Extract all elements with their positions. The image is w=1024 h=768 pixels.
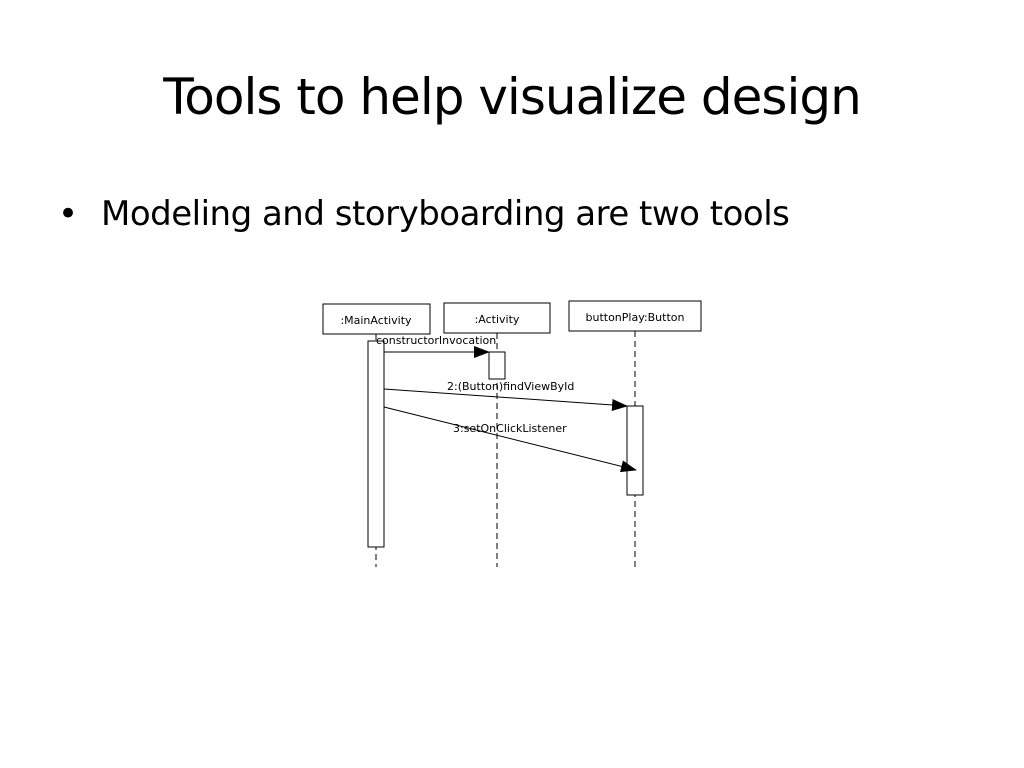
lifeline-label: :Activity [475,313,520,326]
activation-bar-activity [488,351,506,380]
bullet-text: Modeling and storyboarding are two tools [101,194,790,234]
bullet-marker: • [58,194,78,234]
message-set-on-click-listener: 3:setOnClickListener [383,406,637,473]
lifeline-main-activity: :MainActivity [322,303,431,567]
slide-title: Tools to help visualize design [163,68,862,126]
message-label: 2:(Button)findViewById [447,380,574,393]
bullet-item: • Modeling and storyboarding are two too… [58,190,790,238]
lifeline-button-play: buttonPlay:Button [568,300,702,567]
activation-bar-button [626,405,644,496]
message-constructor-invocation: constructorInvocation [376,334,496,358]
message-label: constructorInvocation [376,334,496,347]
lifeline-label: buttonPlay:Button [586,311,685,324]
message-find-view-by-id: 2:(Button)findViewById [383,380,628,411]
lifeline-activity: :Activity [443,302,551,567]
message-label: 3:setOnClickListener [453,422,567,435]
activation-bar-main [367,340,385,548]
lifeline-label: :MainActivity [340,314,412,327]
